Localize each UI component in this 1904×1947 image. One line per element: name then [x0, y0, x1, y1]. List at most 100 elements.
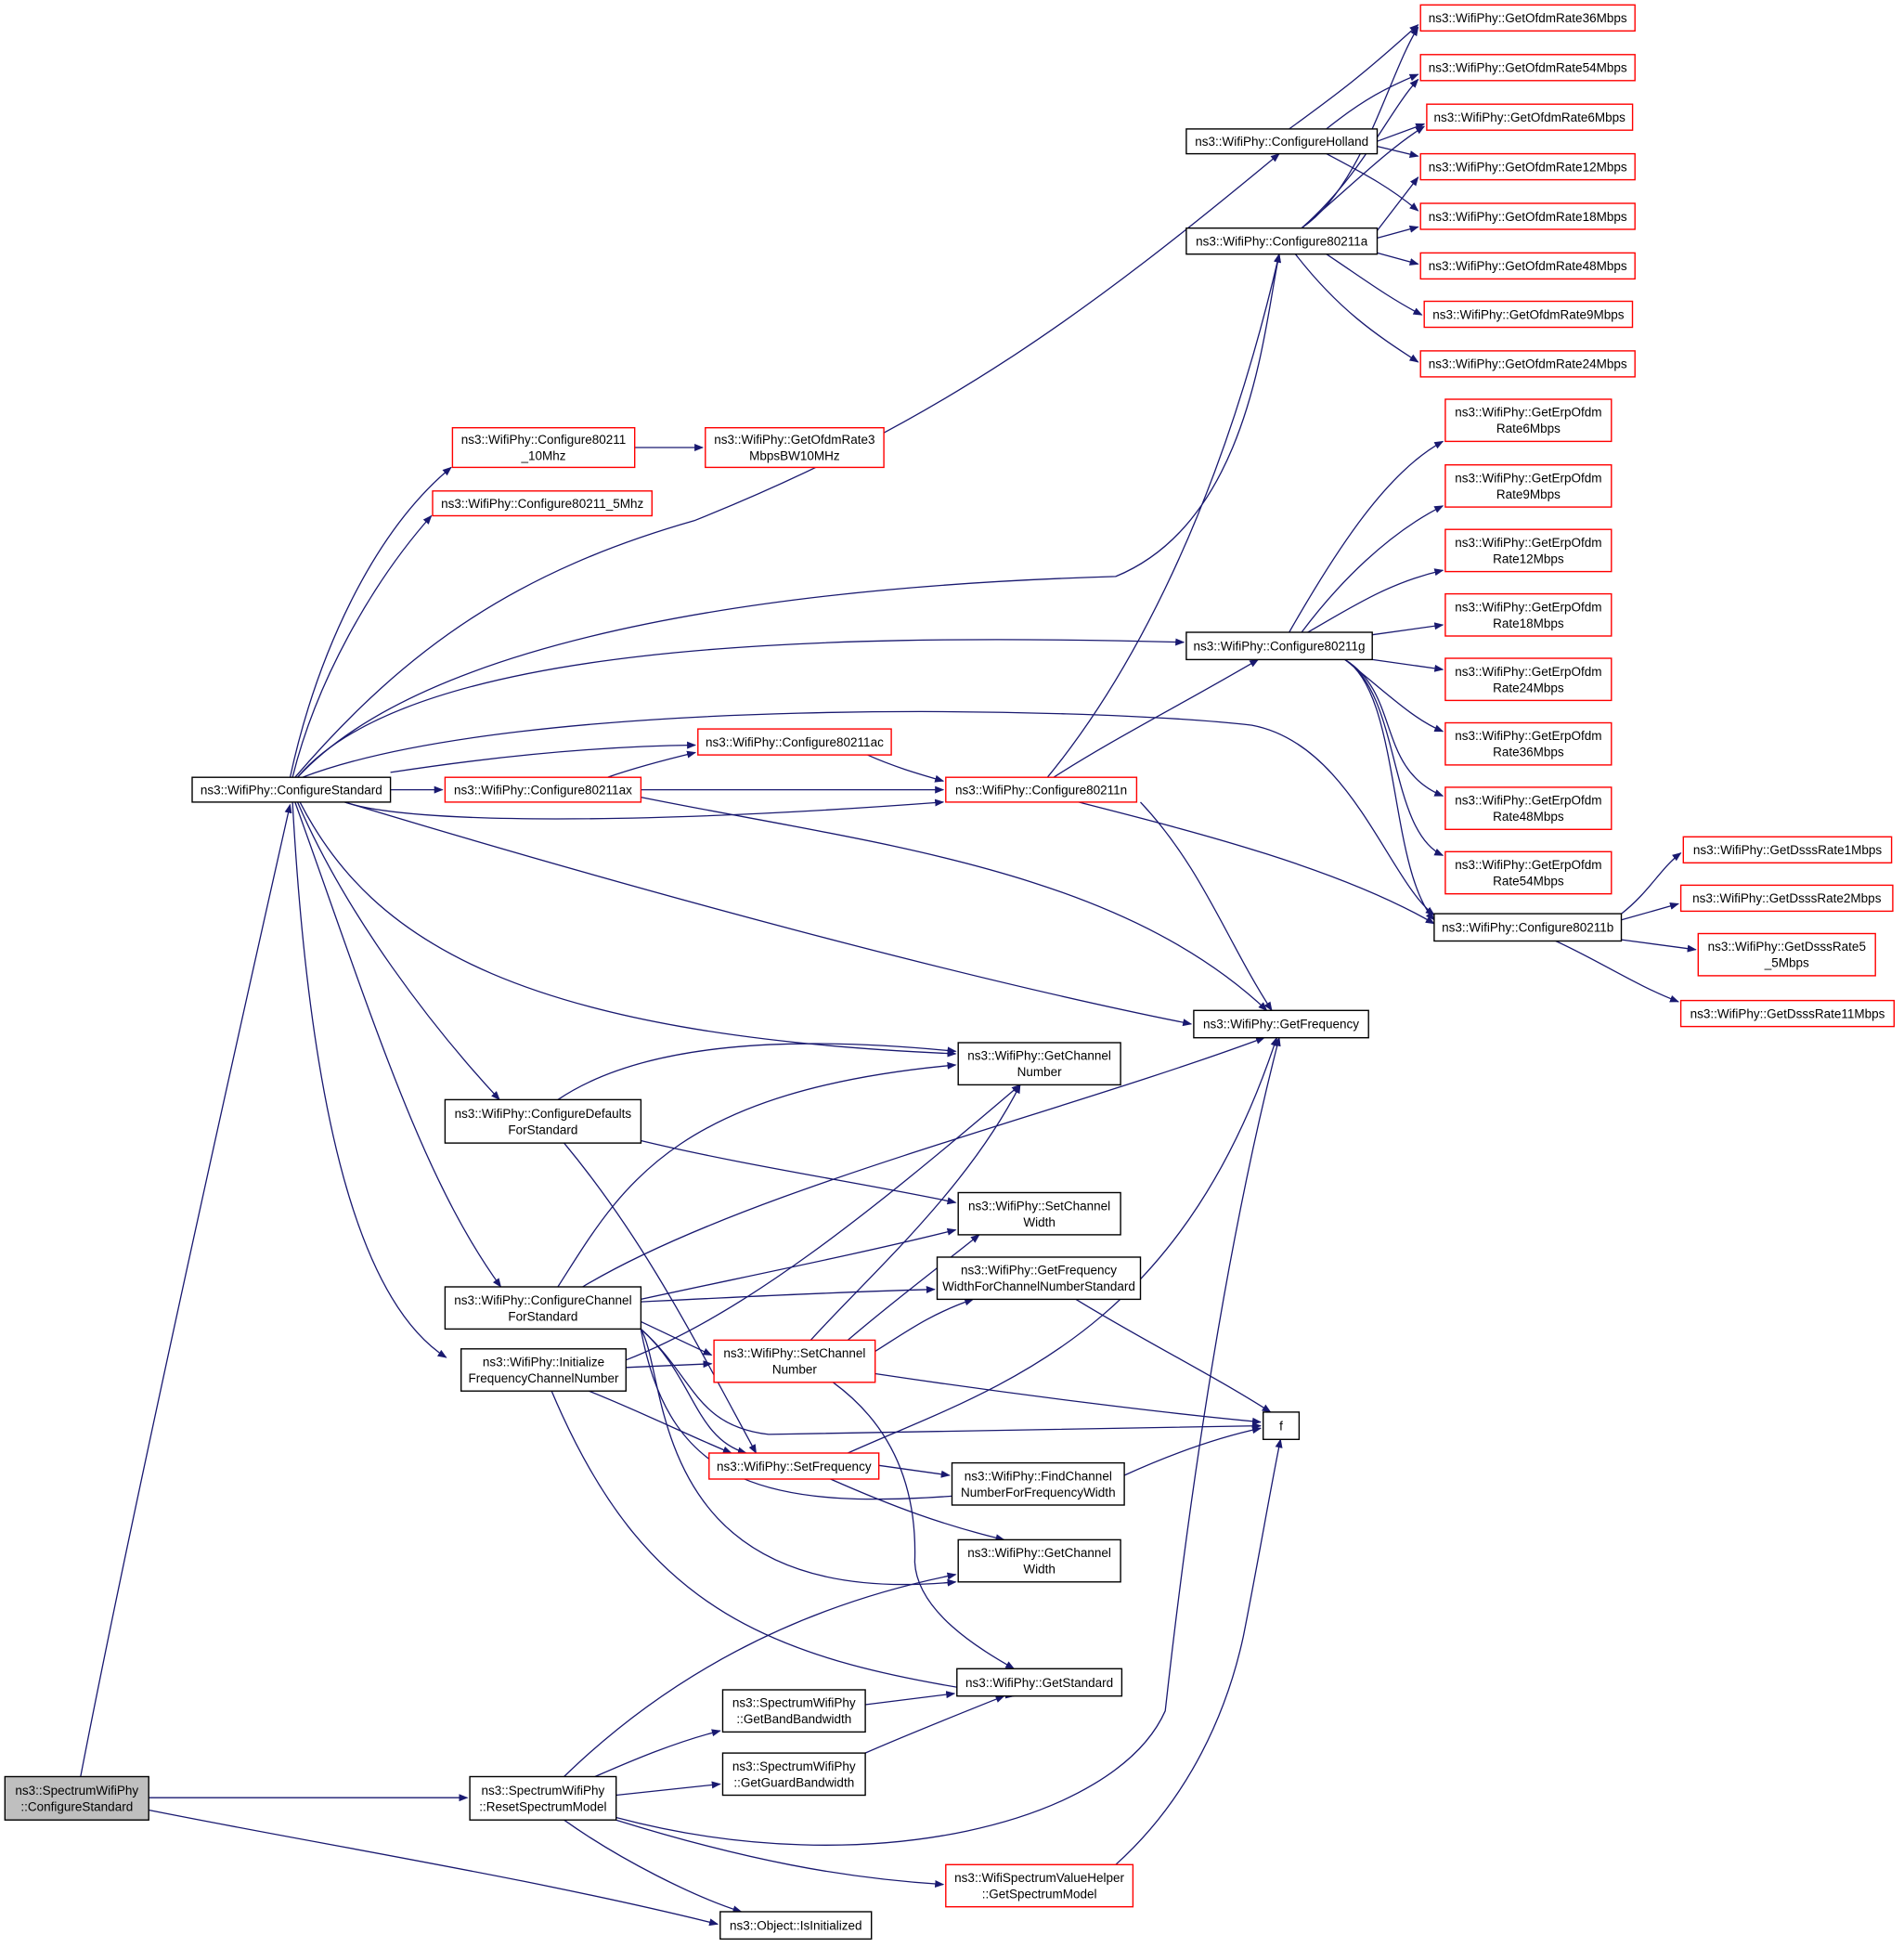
- node-box-d2: [1679, 884, 1894, 913]
- call-edge-c11b-to-d2: [1621, 902, 1679, 921]
- node-initFreq[interactable]: ns3::WifiPhy::InitializeFrequencyChannel…: [460, 1348, 628, 1392]
- node-bandBw[interactable]: ns3::SpectrumWifiPhy::GetBandBandwidth: [721, 1689, 866, 1733]
- call-edge-c11b-to-d11: [1555, 940, 1679, 1003]
- call-edge-cfgChannel-to-getChanNum: [557, 1061, 957, 1288]
- node-box-setFreq: [708, 1452, 880, 1480]
- node-spectrumModel[interactable]: ns3::WifiSpectrumValueHelper::GetSpectru…: [945, 1863, 1134, 1908]
- node-label-o12-0: ns3::WifiPhy::GetOfdmRate12Mbps: [1429, 160, 1627, 174]
- node-f[interactable]: f: [1262, 1411, 1301, 1441]
- call-edge-configureStandard-to-holland: [294, 152, 1280, 778]
- node-guardBw[interactable]: ns3::SpectrumWifiPhy::GetGuardBandwidth: [721, 1752, 866, 1797]
- node-o9[interactable]: ns3::WifiPhy::GetOfdmRate9Mbps: [1423, 300, 1634, 329]
- node-o12[interactable]: ns3::WifiPhy::GetOfdmRate12Mbps: [1419, 152, 1636, 181]
- node-label-cfgDefaults-0: ns3::WifiPhy::ConfigureDefaults: [455, 1107, 632, 1121]
- node-d1[interactable]: ns3::WifiPhy::GetDsssRate1Mbps: [1682, 836, 1893, 863]
- node-box-isInit: [719, 1911, 873, 1941]
- node-box-e24: [1444, 657, 1613, 702]
- node-cfgDefaults[interactable]: ns3::WifiPhy::ConfigureDefaultsForStanda…: [444, 1098, 642, 1144]
- call-edge-reset-to-isInit: [563, 1819, 743, 1914]
- node-o54[interactable]: ns3::WifiPhy::GetOfdmRate54Mbps: [1419, 54, 1636, 82]
- node-label-findChan-1: NumberForFrequencyWidth: [961, 1486, 1116, 1499]
- node-label-e9-0: ns3::WifiPhy::GetErpOfdm: [1455, 472, 1601, 486]
- node-findChan[interactable]: ns3::WifiPhy::FindChannelNumberForFreque…: [951, 1461, 1125, 1506]
- node-setFreq[interactable]: ns3::WifiPhy::SetFrequency: [708, 1452, 880, 1480]
- call-edge-reset-to-bandBw: [594, 1729, 721, 1778]
- node-label-c11n-0: ns3::WifiPhy::Configure80211n: [955, 783, 1127, 797]
- node-label-o9-0: ns3::WifiPhy::GetOfdmRate9Mbps: [1432, 307, 1625, 321]
- node-label-c11b-0: ns3::WifiPhy::Configure80211b: [1442, 921, 1613, 935]
- node-o36[interactable]: ns3::WifiPhy::GetOfdmRate36Mbps: [1419, 4, 1636, 32]
- call-edge-c11n-to-c11a: [1046, 253, 1281, 778]
- node-c10[interactable]: ns3::WifiPhy::Configure80211_10Mhz: [451, 427, 636, 469]
- node-holland[interactable]: ns3::WifiPhy::ConfigureHolland: [1185, 128, 1379, 155]
- node-box-getStd: [956, 1668, 1123, 1697]
- node-o24[interactable]: ns3::WifiPhy::GetOfdmRate24Mbps: [1419, 350, 1636, 378]
- node-c11ac[interactable]: ns3::WifiPhy::Configure80211ac: [697, 728, 892, 756]
- node-box-o24: [1419, 350, 1636, 378]
- node-box-o54: [1419, 54, 1636, 82]
- call-edge-c11a-to-o18: [1377, 225, 1419, 240]
- call-edge-setChanNum-to-setChanWidth: [847, 1234, 980, 1341]
- node-getFreq[interactable]: ns3::WifiPhy::GetFrequency: [1193, 1009, 1369, 1039]
- call-edge-getFreqWidth-to-f: [1075, 1298, 1272, 1413]
- call-edge-c11b-to-d1: [1621, 852, 1682, 915]
- node-box-getFreq: [1193, 1009, 1369, 1039]
- call-edge-holland-to-o54: [1326, 73, 1419, 130]
- node-box-c11ac: [697, 728, 892, 756]
- node-c11n[interactable]: ns3::WifiPhy::Configure80211n: [945, 776, 1138, 803]
- node-label-o36-0: ns3::WifiPhy::GetOfdmRate36Mbps: [1429, 11, 1627, 25]
- node-label-e6-0: ns3::WifiPhy::GetErpOfdm: [1455, 406, 1601, 420]
- node-o48[interactable]: ns3::WifiPhy::GetOfdmRate48Mbps: [1419, 252, 1636, 280]
- call-edge-configureStandard-to-c11ac: [390, 741, 697, 773]
- node-c11g[interactable]: ns3::WifiPhy::Configure80211g: [1185, 631, 1373, 661]
- node-getFreqWidth[interactable]: ns3::WifiPhy::GetFrequencyWidthForChanne…: [936, 1256, 1142, 1301]
- call-edge-c11g-to-e36: [1344, 658, 1444, 733]
- node-box-getChanWidth: [957, 1538, 1121, 1583]
- node-c11a[interactable]: ns3::WifiPhy::Configure80211a: [1185, 227, 1379, 255]
- node-c5[interactable]: ns3::WifiPhy::Configure80211_5Mhz: [432, 490, 654, 517]
- node-label-cfgDefaults-1: ForStandard: [508, 1123, 577, 1136]
- node-reset[interactable]: ns3::SpectrumWifiPhy::ResetSpectrumModel: [469, 1775, 617, 1821]
- node-box-cfgChannel: [444, 1286, 642, 1330]
- call-edge-holland-to-o18: [1326, 153, 1419, 212]
- call-edge-configureStandard-to-getFreq: [344, 801, 1193, 1027]
- node-box-cfgDefaults: [444, 1098, 642, 1144]
- call-edge-initFreq-to-getStd: [550, 1390, 1016, 1699]
- node-isInit[interactable]: ns3::Object::IsInitialized: [719, 1911, 873, 1941]
- node-c11b[interactable]: ns3::WifiPhy::Configure80211b: [1433, 913, 1623, 942]
- node-c11ax[interactable]: ns3::WifiPhy::Configure80211ax: [444, 776, 642, 803]
- call-edge-configureStandard-to-c11a: [297, 253, 1281, 778]
- call-edge-holland-to-o12: [1377, 145, 1419, 158]
- call-edge-reset-to-guardBw: [615, 1781, 721, 1797]
- call-edge-c11ax-to-getFreq: [641, 796, 1268, 1011]
- node-box-getFreqWidth: [936, 1256, 1142, 1301]
- node-d11[interactable]: ns3::WifiPhy::GetDsssRate11Mbps: [1679, 999, 1895, 1028]
- node-o6[interactable]: ns3::WifiPhy::GetOfdmRate6Mbps: [1426, 103, 1634, 131]
- node-box-root: [4, 1775, 149, 1821]
- node-d5[interactable]: ns3::WifiPhy::GetDsssRate5_5Mbps: [1697, 932, 1876, 977]
- node-o18[interactable]: ns3::WifiPhy::GetOfdmRate18Mbps: [1419, 202, 1636, 230]
- node-d2[interactable]: ns3::WifiPhy::GetDsssRate2Mbps: [1679, 884, 1894, 913]
- node-box-o48: [1419, 252, 1636, 280]
- call-edge-configureStandard-to-c11n: [343, 798, 945, 820]
- node-cfgChannel[interactable]: ns3::WifiPhy::ConfigureChannelForStandar…: [444, 1286, 642, 1330]
- call-edge-configureStandard-to-c11g: [297, 638, 1185, 778]
- call-edge-c11g-to-e18: [1372, 622, 1444, 636]
- node-getStd[interactable]: ns3::WifiPhy::GetStandard: [956, 1668, 1123, 1697]
- node-label-ofdm3-0: ns3::WifiPhy::GetOfdmRate3: [714, 433, 874, 447]
- node-configureStandard[interactable]: ns3::WifiPhy::ConfigureStandard: [191, 776, 392, 803]
